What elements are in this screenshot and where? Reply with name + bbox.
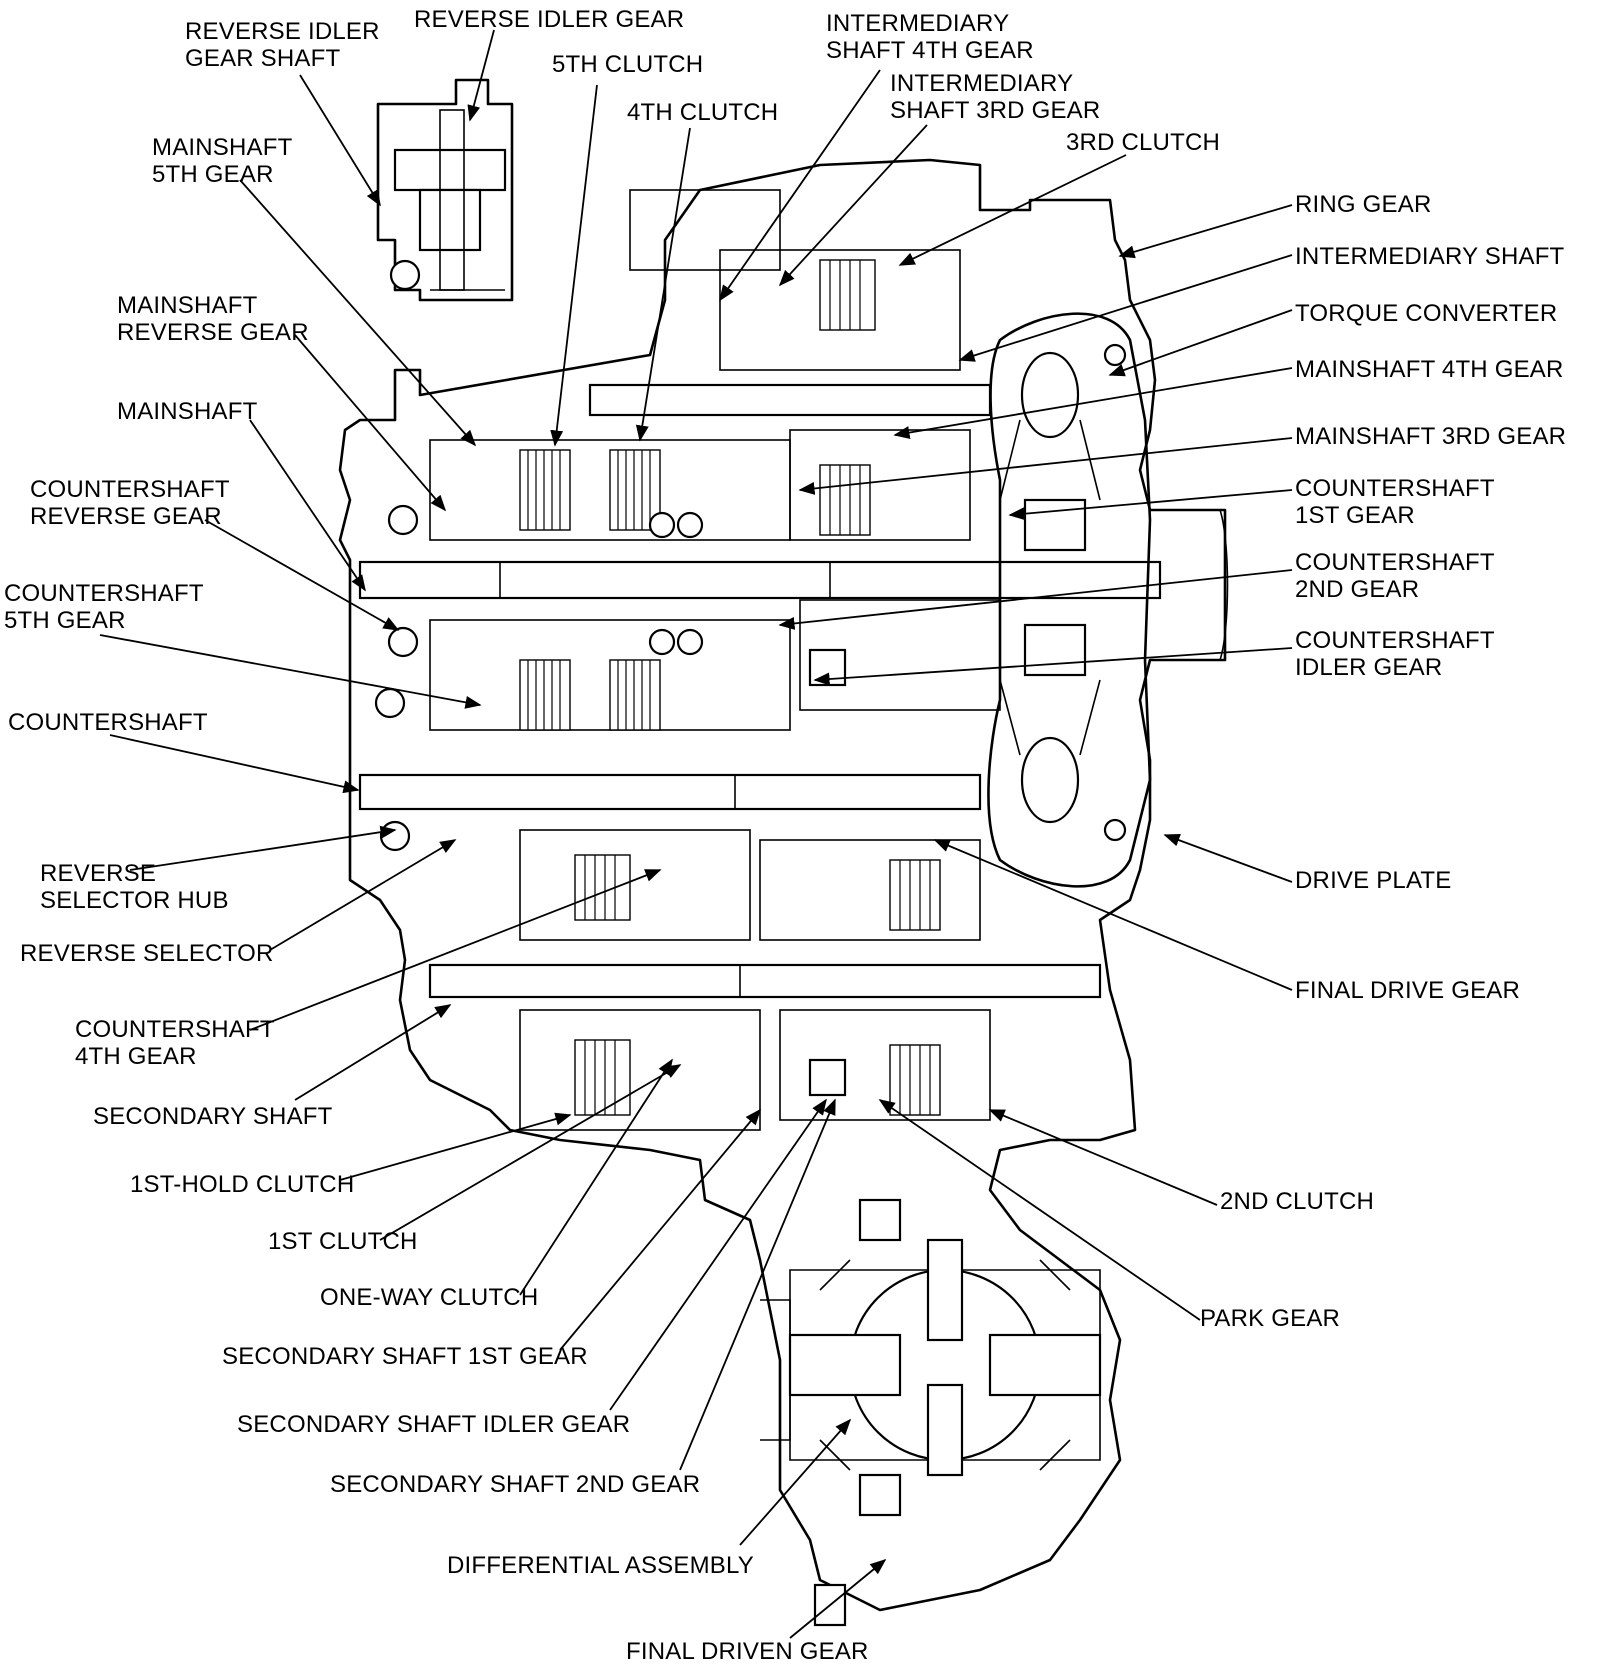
label-secondary-shaft-2nd-gear: SECONDARY SHAFT 2ND GEAR <box>330 1471 701 1498</box>
label-countershaft-4th-gear: COUNTERSHAFT 4TH GEAR <box>75 1016 275 1070</box>
label-mainshaft-4th-gear: MAINSHAFT 4TH GEAR <box>1295 356 1564 383</box>
label-differential-assembly: DIFFERENTIAL ASSEMBLY <box>447 1552 754 1579</box>
label-countershaft-1st-gear: COUNTERSHAFT 1ST GEAR <box>1295 475 1495 529</box>
differential-drawing <box>760 1198 1102 1627</box>
label-reverse-selector: REVERSE SELECTOR <box>20 940 274 967</box>
label-countershaft: COUNTERSHAFT <box>8 709 208 736</box>
label-secondary-shaft: SECONDARY SHAFT <box>93 1103 333 1130</box>
label-one-way-clutch: ONE-WAY CLUTCH <box>320 1284 539 1311</box>
label-mainshaft-5th-gear: MAINSHAFT 5TH GEAR <box>152 134 293 188</box>
label-countershaft-5th-gear: COUNTERSHAFT 5TH GEAR <box>4 580 204 634</box>
label-countershaft-reverse-gear: COUNTERSHAFT REVERSE GEAR <box>30 476 230 530</box>
label-4th-clutch: 4TH CLUTCH <box>627 99 779 126</box>
label-torque-converter: TORQUE CONVERTER <box>1295 300 1558 327</box>
label-mainshaft-reverse-gear: MAINSHAFT REVERSE GEAR <box>117 292 309 346</box>
label-countershaft-idler-gear: COUNTERSHAFT IDLER GEAR <box>1295 627 1495 681</box>
label-final-drive-gear: FINAL DRIVE GEAR <box>1295 977 1521 1004</box>
label-intermediary-shaft-3rd-gear: INTERMEDIARY SHAFT 3RD GEAR <box>890 70 1101 124</box>
label-mainshaft-3rd-gear: MAINSHAFT 3RD GEAR <box>1295 423 1567 450</box>
label-reverse-idler-gear-shaft: REVERSE IDLER GEAR SHAFT <box>185 18 380 72</box>
label-secondary-shaft-idler-gear: SECONDARY SHAFT IDLER GEAR <box>237 1411 631 1438</box>
label-reverse-idler-gear: REVERSE IDLER GEAR <box>414 6 685 33</box>
label-secondary-shaft-1st-gear: SECONDARY SHAFT 1ST GEAR <box>222 1343 588 1370</box>
label-1st-clutch: 1ST CLUTCH <box>268 1228 418 1255</box>
torque-converter-drawing <box>987 312 1229 888</box>
label-3rd-clutch: 3RD CLUTCH <box>1066 129 1221 156</box>
label-mainshaft: MAINSHAFT <box>117 398 258 425</box>
transmission-drawing <box>338 78 1229 1627</box>
label-countershaft-2nd-gear: COUNTERSHAFT 2ND GEAR <box>1295 549 1495 603</box>
label-intermediary-shaft: INTERMEDIARY SHAFT <box>1295 243 1565 270</box>
label-5th-clutch: 5TH CLUTCH <box>552 51 704 78</box>
label-park-gear: PARK GEAR <box>1200 1305 1341 1332</box>
label-1st-hold-clutch: 1ST-HOLD CLUTCH <box>130 1171 355 1198</box>
label-2nd-clutch: 2ND CLUTCH <box>1220 1188 1375 1215</box>
label-ring-gear: RING GEAR <box>1295 191 1432 218</box>
leader-lines <box>99 29 1293 1639</box>
label-reverse-selector-hub: REVERSE SELECTOR HUB <box>40 860 229 914</box>
label-intermediary-shaft-4th-gear: INTERMEDIARY SHAFT 4TH GEAR <box>826 10 1034 64</box>
label-drive-plate: DRIVE PLATE <box>1295 867 1452 894</box>
label-final-driven-gear: FINAL DRIVEN GEAR <box>626 1638 869 1665</box>
